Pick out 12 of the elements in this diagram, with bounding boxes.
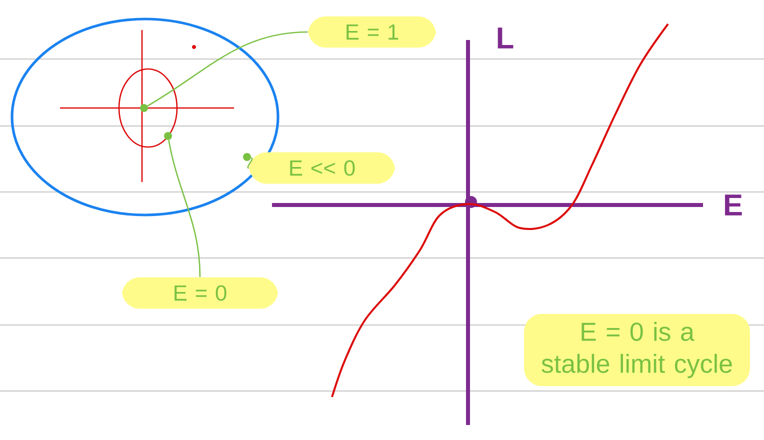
leader-line — [168, 140, 201, 278]
leader-line — [247, 157, 253, 169]
highlighted-label: E = 0 is a stable limit cycle — [524, 314, 750, 386]
point-dot — [164, 132, 172, 140]
leader-line — [147, 31, 308, 106]
point-dot — [243, 153, 251, 161]
highlighted-label: E = 0 — [122, 277, 278, 309]
highlighted-label: E << 0 — [249, 152, 395, 184]
axis-label: L — [498, 28, 514, 48]
axis-label: E — [725, 194, 742, 216]
point-dot — [140, 104, 148, 112]
highlighted-label: E = 1 — [308, 16, 436, 48]
